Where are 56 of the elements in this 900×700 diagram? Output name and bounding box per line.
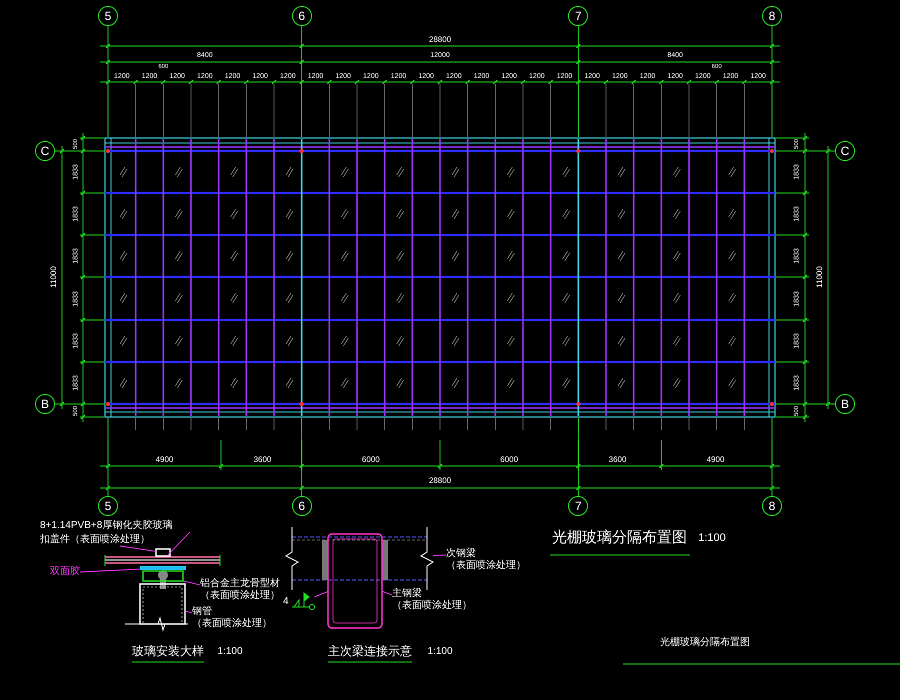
weld-size: 4: [283, 597, 289, 607]
scale-text: 1:100: [427, 647, 453, 657]
callout-text: （表面喷涂处理）: [392, 600, 472, 612]
callout-text: 8+1.14PVB+8厚钢化夹胶玻璃: [40, 520, 172, 532]
cap-piece: [155, 548, 171, 557]
glass-panel: [104, 554, 220, 566]
dimension-text: 6000: [500, 456, 518, 464]
dimension-text: 11000: [816, 266, 824, 288]
leader-line: [314, 591, 328, 598]
axis-bubble: 8: [762, 6, 782, 26]
dimension-text: 3600: [608, 456, 626, 464]
axis-bubble: 5: [98, 496, 118, 516]
dimension-text: 4900: [706, 456, 724, 464]
callout-text: 主钢梁: [392, 588, 422, 600]
dimension-text: 3600: [254, 456, 272, 464]
leader-line: [80, 568, 140, 572]
callout-text: 铝合金主龙骨型材: [200, 578, 280, 590]
leader-line: [182, 580, 200, 586]
steel-tube-section: [139, 583, 186, 625]
axis-bubble: 8: [762, 496, 782, 516]
detail-title: 玻璃安装大样: [132, 645, 204, 657]
axis-bubble: B: [835, 394, 855, 414]
callout-text: （表面喷涂处理）: [446, 560, 526, 572]
leader-line: [120, 546, 156, 552]
axis-bubble: C: [835, 141, 855, 161]
callout-text: 扣盖件（表面喷涂处理）: [40, 534, 150, 546]
callout-text: （表面喷涂处理）: [192, 618, 272, 630]
leader-line: [167, 532, 190, 556]
axis-bubble: 7: [568, 496, 588, 516]
axis-bubble: 7: [568, 6, 588, 26]
weld-symbol: [292, 592, 315, 610]
scale-text: 1:100: [698, 533, 726, 544]
axis-bubble: B: [35, 394, 55, 414]
callout-text: 钢管: [192, 606, 212, 618]
dimension-text: 28800: [428, 477, 452, 485]
scale-text: 1:100: [217, 647, 243, 657]
axis-bubble: 5: [98, 6, 118, 26]
leader-line: [184, 610, 192, 614]
axis-bubble: C: [35, 141, 55, 161]
drawing-title: 光棚玻璃分隔布置图: [552, 528, 687, 548]
leader-line: [432, 554, 446, 556]
tape-strip: [140, 566, 186, 570]
dimension-text: 4900: [156, 456, 174, 464]
dimension-text: 11000: [50, 266, 58, 288]
detail-title: 主次梁连接示意: [328, 645, 412, 657]
drawing-name: 光棚玻璃分隔布置图: [660, 638, 750, 648]
callout-text: （表面喷涂处理）: [200, 590, 280, 602]
callout-text: 双面胶: [50, 566, 80, 578]
callout-text: 次钢梁: [446, 548, 476, 560]
dimension-text: 28800: [428, 36, 452, 44]
axis-bubble: 6: [292, 496, 312, 516]
main-beam-section: [327, 533, 383, 629]
leader-line: [382, 590, 392, 596]
dimension-text: 6000: [362, 456, 380, 464]
profile-section: [142, 570, 184, 582]
axis-bubble: 6: [292, 6, 312, 26]
